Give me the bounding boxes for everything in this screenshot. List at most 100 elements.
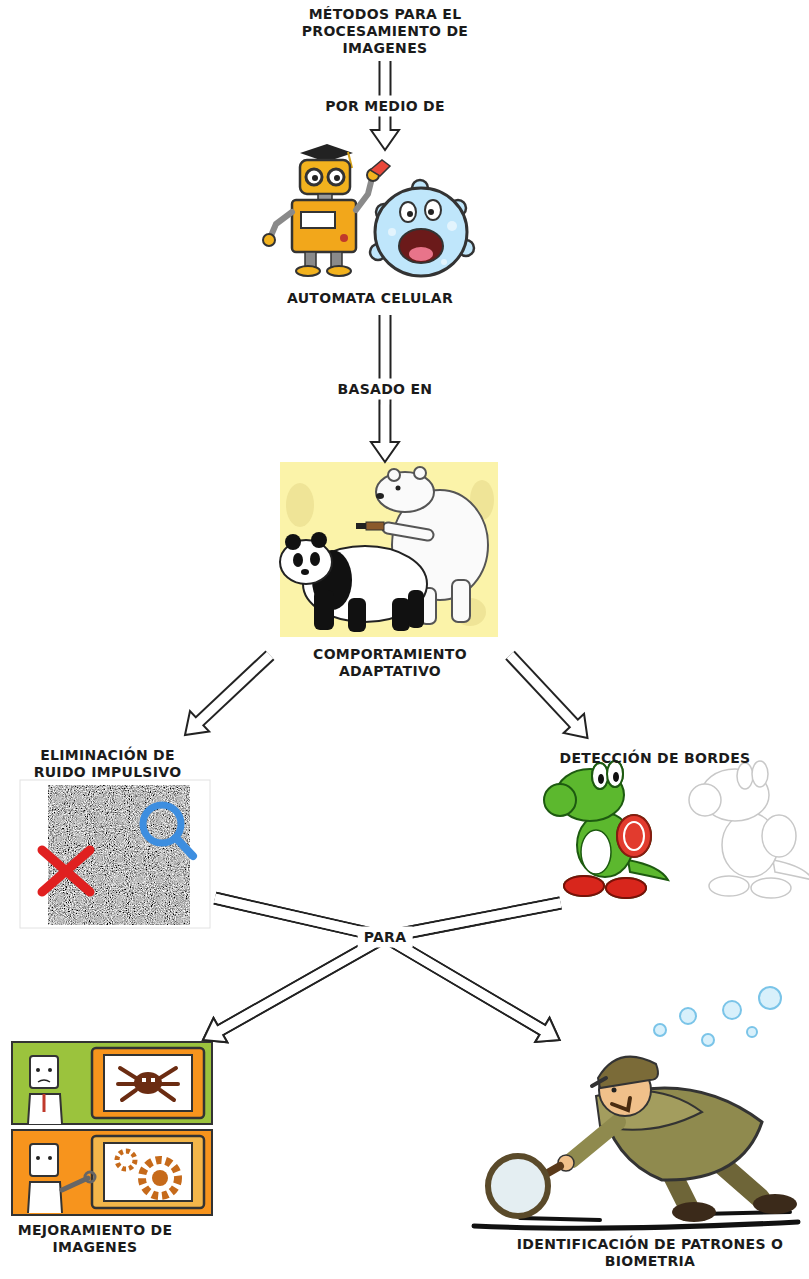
illustration-part [408,590,424,628]
arrow-fill [381,61,390,133]
illustration-part [292,200,356,252]
illustration-part [30,1056,58,1088]
illustration-part [592,763,608,789]
illustration-part [263,234,275,246]
illustration-part [520,1212,790,1220]
illustration-part [152,1170,168,1186]
illustration-part [30,1144,58,1176]
illustration-part [428,209,434,215]
illustration-part [441,259,447,265]
arrow-outlines [200,61,574,1030]
illustration-part [592,1078,606,1086]
illustration-part [400,202,416,222]
text-block: MÉTODOS PARA EL PROCESAMIENTO DE IMAGENE… [290,6,480,57]
illustration-part [356,523,366,529]
concept-node: COMPORTAMIENTO ADAPTATIVO [270,462,510,684]
illustration-part [624,822,644,850]
illustration-part [301,212,335,228]
illustration-part [62,1178,88,1190]
illustration-part [598,774,604,784]
arrow-fill [197,655,270,723]
arrow-fill [385,903,561,1031]
text-block: AUTOMATA CELULAR [250,290,490,307]
text-block: ELIMINACIÓN DE RUIDO IMPULSIVO [20,747,195,781]
illustration-part [388,228,396,236]
illustration-part [28,1182,62,1213]
illustration-part [572,1122,618,1160]
illustration-part [312,175,318,181]
illustration-part [38,1080,50,1082]
germ-drawing [370,180,474,276]
noise-drawing [20,780,210,928]
node-label: MEJORAMIENTO DE IMAGENES [5,1222,185,1256]
illustration-part [270,212,292,238]
illustration-part [92,1048,204,1118]
arrow-fills [197,61,575,1032]
illustration-part [414,467,426,479]
node-label: MÉTODOS PARA EL PROCESAMIENTO DE IMAGENE… [290,6,480,57]
illustration-part [286,483,314,527]
arrow-fill [510,655,576,725]
illustration-part [43,1094,46,1112]
node-label: DETECCIÓN DE BORDES [560,750,751,767]
arrow-heads [185,130,588,1042]
illustration-part [425,200,441,220]
illustration-part [12,1130,212,1215]
illustration-part [48,785,190,925]
node-label: ELIMINACIÓN DE RUIDO IMPULSIVO [20,747,195,781]
text-block: COMPORTAMIENTO ADAPTATIVO [270,646,510,680]
illustration-part [617,815,651,857]
illustration-part [376,472,434,512]
node-label: AUTOMATA CELULAR [287,290,453,307]
illustration-part [42,850,90,892]
concept-node: DETECCIÓN DE BORDES [520,738,790,903]
illustration-part [314,590,334,630]
illustration-part [723,1001,741,1019]
illustration-part [409,247,433,261]
arrow-fill [380,315,389,445]
illustration-part [747,1027,757,1037]
illustration-part [544,761,668,898]
illustration-part [42,850,90,892]
edge-figure-drawing [544,761,809,898]
illustration-part [612,1098,630,1110]
illustration-part [392,598,410,631]
illustration-part [474,1222,798,1228]
illustration-part [356,178,372,210]
illustration-part [296,266,320,276]
illustration-part [598,1057,658,1088]
illustration-part [310,552,320,566]
illustration-part [280,462,498,637]
illustration-part [293,553,303,567]
illustration-part [689,761,809,898]
illustration-part [104,1143,192,1201]
concept-node: ELIMINACIÓN DE RUIDO IMPULSIVO [15,735,215,927]
illustration-part [680,1008,696,1024]
illustration-part [104,1055,192,1111]
illustration-part [759,987,781,1009]
illustration-part [300,160,350,194]
illustration-part [118,1068,178,1100]
illustration-part [92,1136,204,1208]
illustration-part [753,1194,797,1214]
illustration-part [612,1088,617,1093]
illustration-part [20,780,210,928]
illustration-part [564,876,604,896]
illustration-part [328,169,344,185]
illustration-part [327,266,351,276]
illustration-part [311,532,327,548]
illustration-part [28,1094,62,1124]
arrow-fill [218,903,561,1032]
illustration-part [348,598,366,632]
concept-node: IDENTIFICACIÓN DE PATRONES O BIOMETRIA [465,1040,803,1276]
illustration-part [702,1034,714,1046]
illustration-part [85,1172,95,1182]
illustration-part [447,221,457,231]
illustration-part [488,1156,548,1216]
illustration-part [176,838,193,856]
concept-node: AUTOMATA CELULAR [250,150,490,315]
node-label: IDENTIFICACIÓN DE PATRONES O BIOMETRIA [505,1236,795,1270]
